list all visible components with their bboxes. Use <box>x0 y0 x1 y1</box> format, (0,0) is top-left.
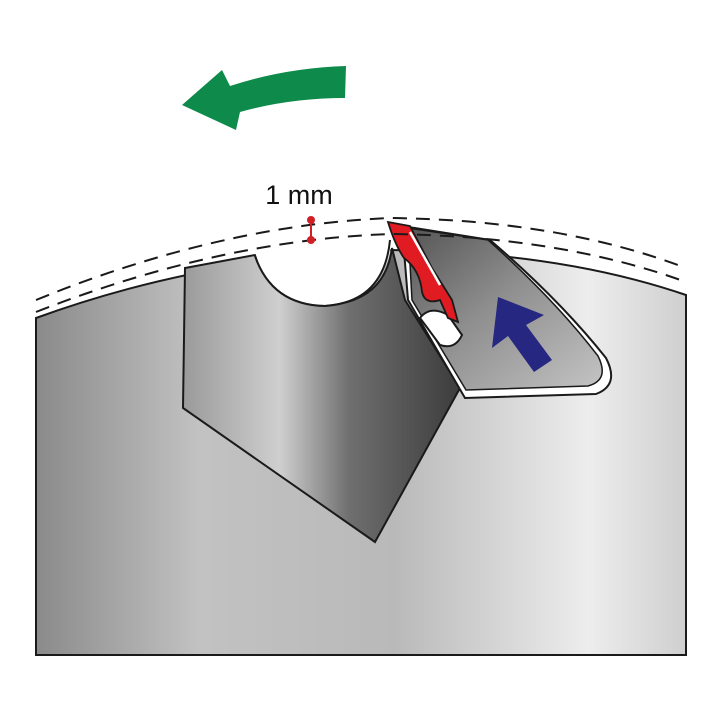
dimension-label: 1 mm <box>265 180 333 210</box>
rotation-direction-arrow-icon <box>182 66 346 130</box>
cutting-circle-outer <box>35 216 687 301</box>
cutting-circle-inner <box>35 232 687 313</box>
dimension-marker-dot-bottom <box>307 236 315 244</box>
gullet-outline <box>254 239 391 308</box>
tip-slot <box>418 309 464 348</box>
dimension-marker-dot-top <box>307 216 315 224</box>
insert-edge-highlight <box>408 231 442 286</box>
feed-direction-arrow-icon <box>492 297 552 372</box>
gullet-cut <box>255 228 392 305</box>
cutting-insert <box>386 220 460 324</box>
